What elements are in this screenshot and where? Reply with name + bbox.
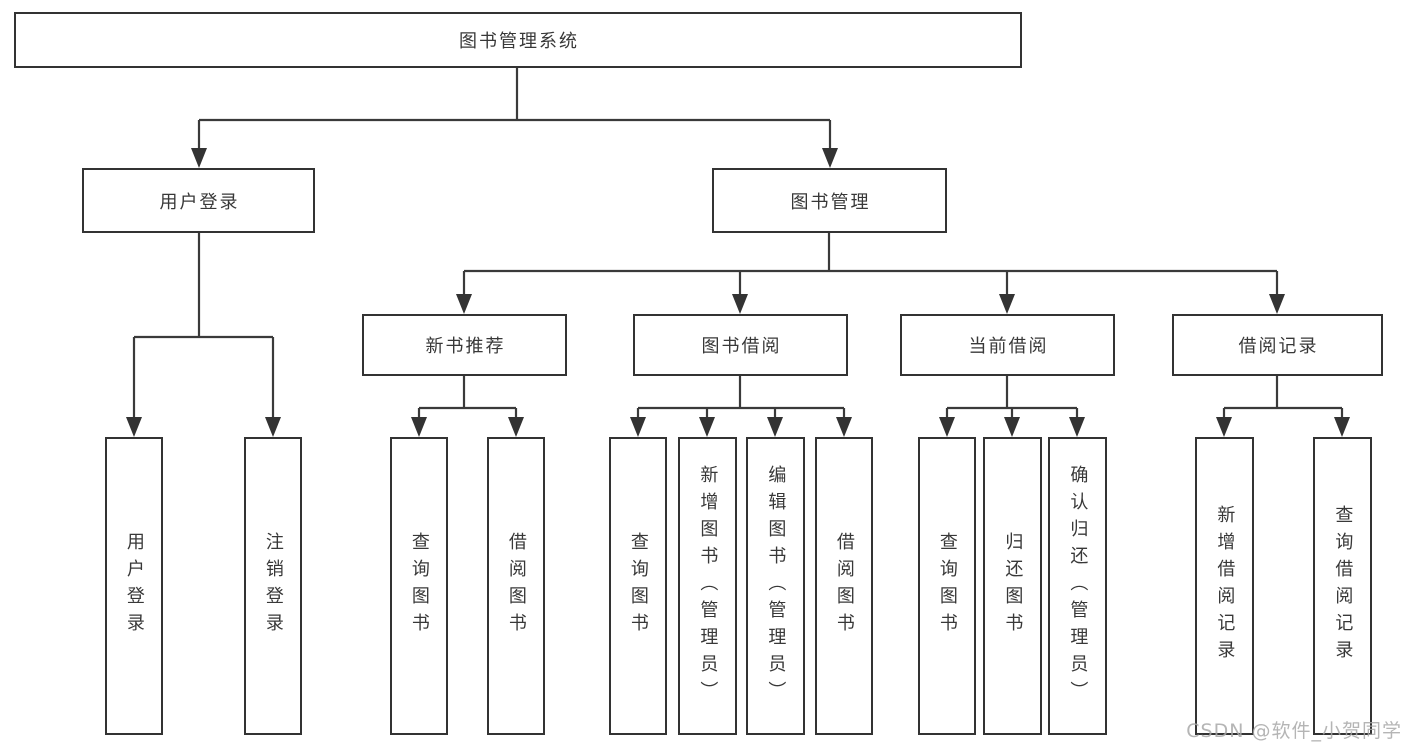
arrow-down-icon [1069, 417, 1085, 437]
leaf-return-books: 归还图书 [983, 437, 1042, 735]
leaf-borrow-books-recommend: 借阅图书 [487, 437, 545, 735]
node-new-book-recommend: 新书推荐 [362, 314, 567, 376]
arrow-down-icon [508, 417, 524, 437]
arrow-down-icon [126, 417, 142, 437]
leaf-query-books-current: 查询图书 [918, 437, 976, 735]
arrow-down-icon [767, 417, 783, 437]
arrow-down-icon [456, 294, 472, 314]
node-current-borrow: 当前借阅 [900, 314, 1115, 376]
arrow-down-icon [411, 417, 427, 437]
leaf-add-borrow-record: 新增借阅记录 [1195, 437, 1254, 735]
arrow-down-icon [822, 148, 838, 168]
leaf-borrow-books: 借阅图书 [815, 437, 873, 735]
arrow-down-icon [630, 417, 646, 437]
arrow-down-icon [732, 294, 748, 314]
node-library-system: 图书管理系统 [14, 12, 1022, 68]
leaf-query-books-recommend: 查询图书 [390, 437, 448, 735]
arrow-down-icon [1216, 417, 1232, 437]
leaf-confirm-return-admin: 确认归还（管理员） [1048, 437, 1107, 735]
arrow-down-icon [836, 417, 852, 437]
leaf-edit-books-admin: 编辑图书（管理员） [746, 437, 805, 735]
arrow-down-icon [939, 417, 955, 437]
connector-paths [132, 68, 1344, 421]
leaf-logout: 注销登录 [244, 437, 302, 735]
csdn-watermark: CSDN @软件_小贺同学 [1186, 720, 1402, 742]
arrow-down-icon [999, 294, 1015, 314]
arrowhead-icons [126, 148, 1350, 437]
leaf-query-books-borrow: 查询图书 [609, 437, 667, 735]
arrow-down-icon [1334, 417, 1350, 437]
node-book-borrow: 图书借阅 [633, 314, 848, 376]
leaf-user-login: 用户登录 [105, 437, 163, 735]
node-user-login: 用户登录 [82, 168, 315, 233]
leaf-add-books-admin: 新增图书（管理员） [678, 437, 737, 735]
node-book-management: 图书管理 [712, 168, 947, 233]
arrow-down-icon [1004, 417, 1020, 437]
node-borrow-records: 借阅记录 [1172, 314, 1383, 376]
arrow-down-icon [1269, 294, 1285, 314]
arrow-down-icon [191, 148, 207, 168]
arrow-down-icon [265, 417, 281, 437]
arrow-down-icon [699, 417, 715, 437]
leaf-query-borrow-record: 查询借阅记录 [1313, 437, 1372, 735]
